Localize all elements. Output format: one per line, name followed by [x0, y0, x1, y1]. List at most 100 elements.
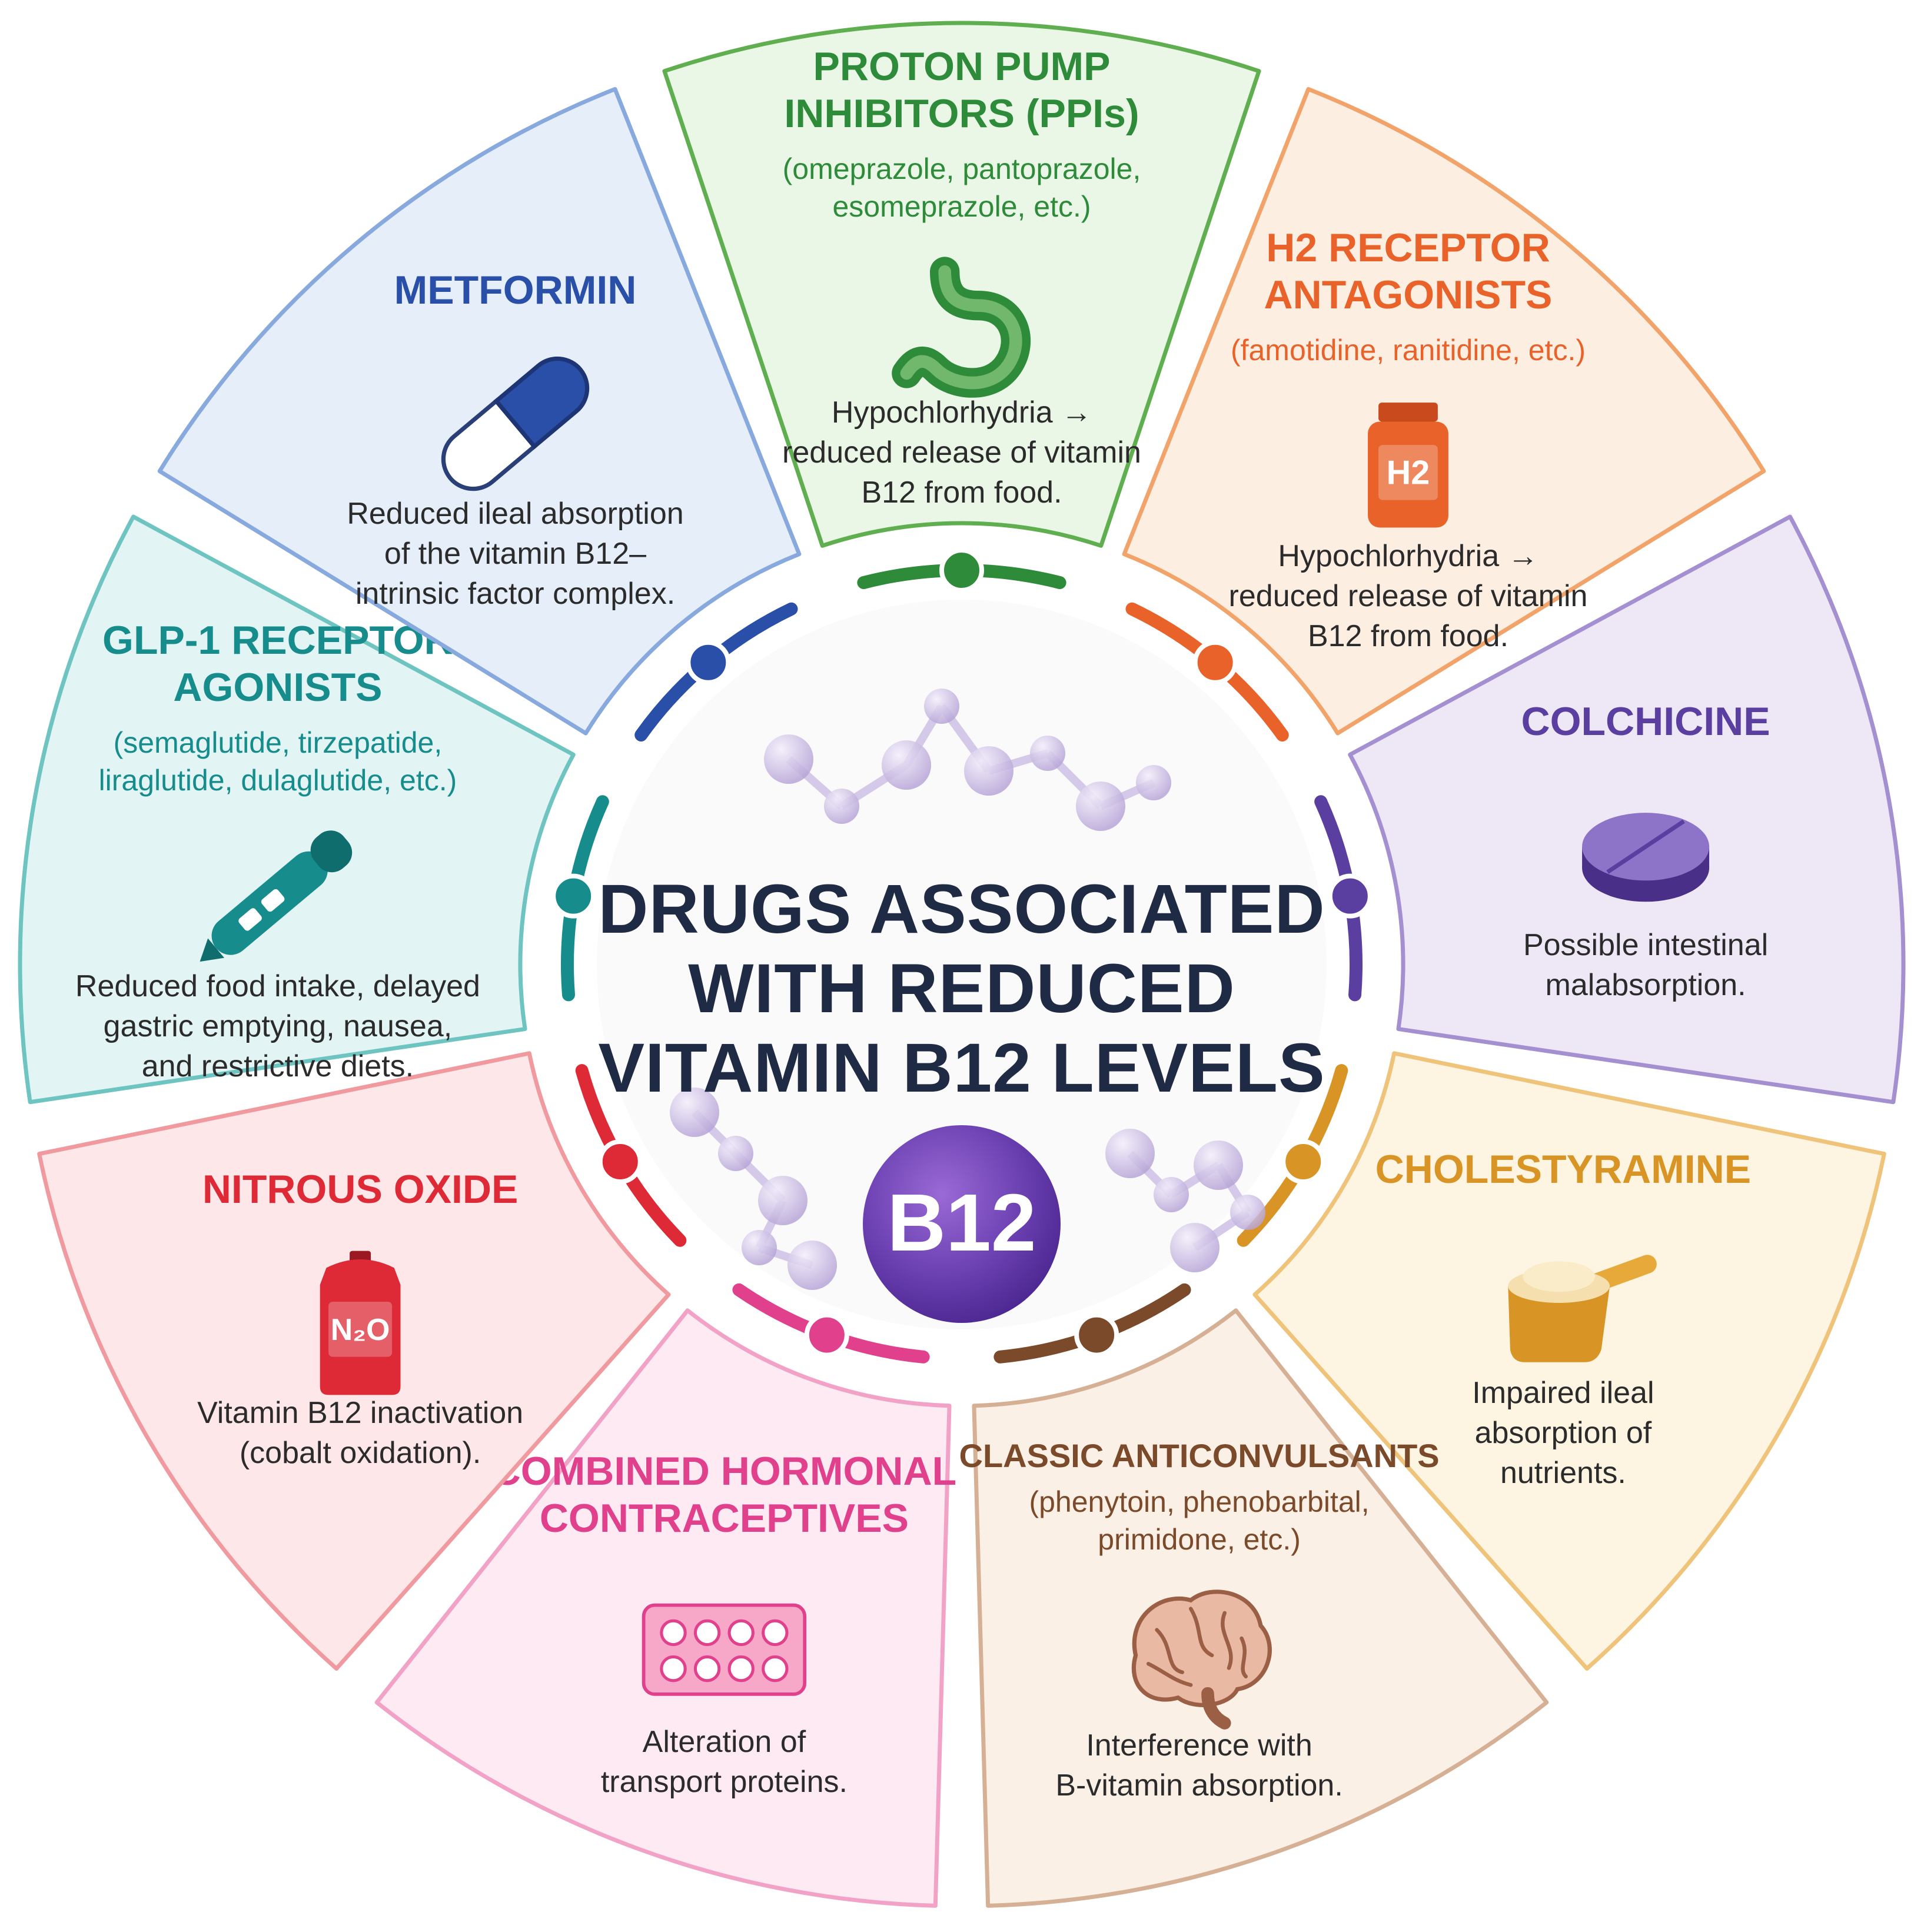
sector-description: transport proteins. [601, 1765, 848, 1799]
svg-text:N₂O: N₂O [331, 1312, 390, 1346]
molecule-atom [787, 1241, 837, 1290]
sector-background [18, 514, 576, 1105]
tablet-icon [1582, 813, 1710, 902]
sector-title: CONTRACEPTIVES [540, 1496, 909, 1541]
sector-subtitle: liraglutide, dulaglutide, etc.) [99, 764, 457, 797]
center-title-line-1: DRUGS ASSOCIATED [598, 870, 1325, 948]
sector-description: B12 from food. [861, 475, 1062, 510]
sector-subtitle: (famotidine, ranitidine, etc.) [1231, 334, 1586, 367]
sector-title: H2 RECEPTOR [1266, 225, 1550, 270]
sector-description: Possible intestinal [1523, 928, 1768, 962]
molecule-atom [924, 689, 959, 724]
center-hub: DRUGS ASSOCIATED WITH REDUCED VITAMIN B1… [597, 600, 1327, 1329]
ring-dot [1192, 640, 1238, 685]
molecule-atom [670, 1088, 719, 1137]
sector-description: intrinsic factor complex. [355, 577, 675, 611]
molecule-atom [1076, 782, 1125, 831]
sector-nitrous: NITROUS OXIDE N₂O Vitamin B12 inactivation… [37, 1051, 671, 1671]
sector-subtitle: esomeprazole, etc.) [832, 190, 1091, 223]
b12-badge [863, 1125, 1061, 1323]
molecule-atom [742, 1230, 777, 1265]
sector-title: INHIBITORS (PPIs) [784, 91, 1139, 136]
ring-dot [939, 548, 984, 593]
sector-subtitle: (phenytoin, phenobarbital, [1029, 1485, 1369, 1518]
sector-description: Reduced ileal absorption [347, 497, 683, 531]
svg-text:H2: H2 [1387, 454, 1430, 491]
molecule-decoration [670, 689, 1265, 1290]
sector-title: GLP-1 RECEPTOR [102, 618, 453, 663]
molecule-atom [1136, 765, 1171, 800]
sector-description: reduced release of vitamin [1229, 579, 1588, 613]
sector-description: nutrients. [1500, 1456, 1626, 1490]
ring-dot [1281, 1139, 1326, 1184]
molecule-atom [1230, 1195, 1265, 1230]
sector-description: absorption of [1475, 1416, 1652, 1450]
sector-description: Vitamin B12 inactivation [197, 1396, 523, 1430]
sector-description: of the vitamin B12– [384, 537, 646, 571]
stomach-icon [892, 257, 1031, 398]
sector-background [1348, 514, 1906, 1105]
sector-description: B-vitamin absorption. [1055, 1768, 1343, 1803]
molecule-atom [1194, 1140, 1243, 1190]
center-title-line-3: VITAMIN B12 LEVELS [598, 1029, 1325, 1107]
sector-subtitle: (omeprazole, pantoprazole, [783, 152, 1141, 185]
sector-background [157, 87, 802, 736]
h2-bottle-icon: H2 [1368, 403, 1448, 528]
sector-title: ANTAGONISTS [1264, 272, 1553, 317]
sector-title: PROTON PUMP [813, 44, 1110, 89]
sector-description: malabsorption. [1546, 968, 1746, 1002]
ring-dot [1074, 1312, 1119, 1358]
sector-title: COMBINED HORMONAL [492, 1449, 957, 1494]
sector-description: Interference with [1086, 1728, 1312, 1763]
sector-title: CHOLESTYRAMINE [1375, 1147, 1751, 1192]
ring-dot [597, 1139, 643, 1184]
sector-description: Alteration of [643, 1725, 806, 1759]
sector-description: gastric emptying, nausea, [104, 1009, 453, 1043]
molecule-atom [1170, 1223, 1219, 1272]
sector-description: Hypochlorhydria → [832, 395, 1092, 430]
sector-title: AGONISTS [173, 665, 382, 710]
sector-description: Reduced food intake, delayed [75, 969, 480, 1003]
sector-anticonvulsants: CLASSIC ANTICONVULSANTS (phenytoin, pheno… [959, 1308, 1549, 1908]
sector-background [972, 1308, 1549, 1908]
ring-dot [686, 640, 731, 685]
sector-description: (cobalt oxidation). [240, 1436, 481, 1470]
ring-dot [804, 1312, 849, 1358]
sector-subtitle: (semaglutide, tirzepatide, [114, 726, 443, 759]
sector-title: COLCHICINE [1521, 699, 1770, 744]
sector-description: reduced release of vitamin [782, 435, 1141, 470]
molecule-atom [1154, 1177, 1189, 1212]
sector-description: Hypochlorhydria → [1278, 539, 1538, 573]
sector-description: Impaired ileal [1472, 1376, 1654, 1410]
injection-pen-icon [200, 830, 353, 962]
sector-background [1122, 87, 1766, 736]
sector-subtitle: primidone, etc.) [1098, 1523, 1301, 1556]
sector-title: CLASSIC ANTICONVULSANTS [959, 1437, 1440, 1474]
molecule-atom [718, 1136, 753, 1171]
molecule-atom [1105, 1129, 1155, 1178]
sector-cholestyramine: CHOLESTYRAMINE Impaired ileal absorption o… [1252, 1051, 1886, 1671]
molecule-atom [764, 734, 813, 784]
capsule-icon [441, 356, 590, 491]
powder-scoop-icon [1508, 1255, 1657, 1362]
sector-colchicine: COLCHICINE Possible intestinal malabsorpti… [1348, 514, 1906, 1105]
molecule-atom [758, 1176, 808, 1225]
molecule-atom [1030, 736, 1065, 771]
sector-title: NITROUS OXIDE [202, 1167, 519, 1212]
sector-description: B12 from food. [1308, 619, 1508, 653]
center-ring [551, 548, 1373, 1364]
ring-dot [551, 873, 596, 919]
brain-icon [1131, 1590, 1272, 1730]
molecule-atom [964, 746, 1013, 796]
gas-canister-icon: N₂O [320, 1251, 401, 1395]
sector-description: and restrictive diets. [142, 1049, 414, 1083]
center-title-line-2: WITH REDUCED [688, 950, 1235, 1027]
